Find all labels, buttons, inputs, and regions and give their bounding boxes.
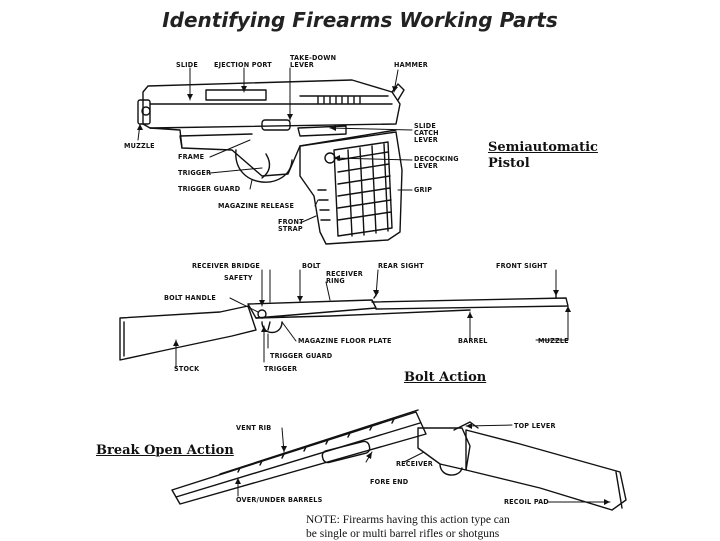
heading-semiautomatic: Semiautomatic	[488, 140, 598, 155]
label-receiver-ring-2: RING	[326, 276, 345, 285]
heading-bolt-action: Bolt Action	[404, 370, 487, 385]
label-slide-catch-2: CATCH	[414, 128, 439, 137]
label-receiver-ring-1: RECEIVER	[326, 269, 363, 278]
label-rear-sight: REAR SIGHT	[378, 261, 424, 270]
label-safety: SAFETY	[224, 273, 253, 282]
label-over-under-barrels: OVER/UNDER BARRELS	[236, 495, 323, 504]
label-rifle-trigger-guard: TRIGGER GUARD	[270, 351, 333, 360]
label-ejection-port: EJECTION PORT	[214, 60, 272, 69]
label-bolt: BOLT	[302, 261, 321, 270]
label-magazine-floor-plate: MAGAZINE FLOOR PLATE	[298, 336, 392, 345]
label-bolt-handle: BOLT HANDLE	[164, 293, 216, 302]
label-takedown-lever-1: TAKE-DOWN	[290, 53, 337, 62]
label-decocking-1: DECOCKING	[414, 154, 459, 163]
rifle-drawing	[119, 291, 569, 361]
label-magazine-release: MAGAZINE RELEASE	[218, 201, 295, 210]
label-pistol-trigger: TRIGGER	[178, 168, 212, 177]
label-slide: SLIDE	[176, 60, 198, 69]
label-rifle-muzzle: MUZZLE	[538, 336, 569, 345]
note-line-2: be single or multi barrel rifles or shot…	[306, 528, 500, 540]
label-grip: GRIP	[414, 185, 433, 194]
heading-pistol: Pistol	[488, 156, 530, 171]
label-top-lever: TOP LEVER	[514, 421, 556, 430]
note-line-1: NOTE: Firearms having this action type c…	[306, 514, 510, 526]
label-frame: FRAME	[178, 152, 205, 161]
label-hammer: HAMMER	[394, 60, 428, 69]
label-slide-catch-3: LEVER	[414, 135, 438, 144]
page-title: Identifying Firearms Working Parts	[162, 8, 558, 32]
label-front-sight: FRONT SIGHT	[496, 261, 548, 270]
label-pistol-muzzle: MUZZLE	[124, 141, 155, 150]
label-stock: STOCK	[174, 364, 200, 373]
label-decocking-2: LEVER	[414, 161, 438, 170]
label-receiver: RECEIVER	[396, 459, 433, 468]
heading-break-open-action: Break Open Action	[96, 443, 234, 458]
label-barrel: BARREL	[458, 336, 488, 345]
shotgun-drawing	[171, 409, 627, 511]
label-recoil-pad: RECOIL PAD	[504, 497, 549, 506]
label-slide-catch-1: SLIDE	[414, 121, 436, 130]
label-front-strap-1: FRONT	[278, 217, 304, 226]
label-pistol-trigger-guard: TRIGGER GUARD	[178, 184, 241, 193]
rifle-leaders	[175, 269, 569, 369]
label-takedown-lever-2: LEVER	[290, 60, 314, 69]
pistol-drawing	[137, 79, 405, 245]
label-receiver-bridge: RECEIVER BRIDGE	[192, 261, 261, 270]
arrowheads	[137, 86, 610, 505]
pistol-leaders	[137, 67, 413, 224]
note: NOTE: Firearms having this action type c…	[306, 513, 606, 541]
label-fore-end: FORE END	[370, 477, 409, 486]
label-front-strap-2: STRAP	[278, 224, 303, 233]
label-rifle-trigger: TRIGGER	[264, 364, 298, 373]
label-vent-rib: VENT RIB	[236, 423, 272, 432]
